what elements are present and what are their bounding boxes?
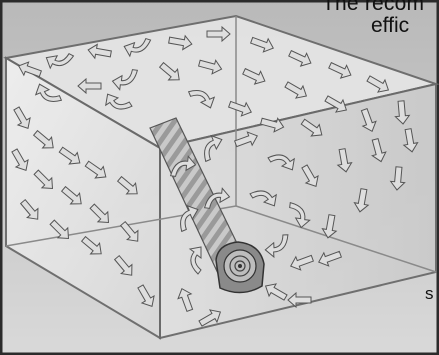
caption-fragment-right: s <box>425 284 434 303</box>
fan-icon <box>215 241 265 294</box>
caption-line-1: The recom <box>322 0 425 15</box>
caption-line-2: effic <box>371 14 410 37</box>
